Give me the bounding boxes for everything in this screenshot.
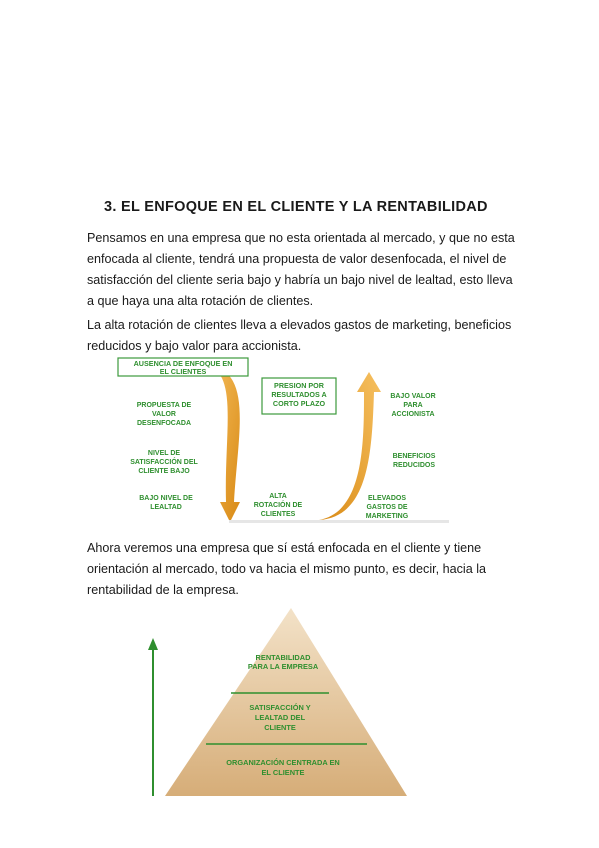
label-high-marketing-costs-line: ELEVADOS [368, 495, 406, 502]
label-unfocused-value-line: VALOR [152, 411, 176, 418]
label-high-rotation-line: ROTACIÓN DE [254, 500, 303, 509]
paragraph-rotation: La alta rotación de clientes lleva a ele… [87, 315, 517, 357]
cycle-arrow-left [206, 364, 240, 522]
pyramid-level-profitability-line: RENTABILIDAD [256, 653, 312, 662]
customer-rotation-cycle-diagram: AUSENCIA DE ENFOQUE EN EL CLIENTES PRESI… [117, 357, 449, 523]
text-line: orientación al mercado, todo va hacia el… [87, 562, 487, 576]
label-low-satisfaction-line: NIVEL DE [148, 450, 180, 457]
text-line: Ahora veremos una empresa que sí está en… [87, 541, 482, 555]
label-low-shareholder-value-line: PARA [403, 402, 422, 409]
box-absence-focus-line: AUSENCIA DE ENFOQUE EN [134, 359, 233, 368]
cycle-arrow-right [319, 372, 381, 520]
label-unfocused-value-line: DESENFOCADA [137, 420, 191, 427]
label-low-satisfaction-line: CLIENTE BAJO [138, 468, 190, 475]
label-reduced-profits-line: BENEFICIOS [393, 453, 436, 460]
box-short-term-pressure-line: RESULTADOS A [271, 390, 326, 399]
label-reduced-profits-line: REDUCIDOS [393, 462, 435, 469]
text-line: enfocada al cliente, tendrá una propuest… [87, 252, 507, 266]
text-line: a que haya una alta rotación de clientes… [87, 294, 314, 308]
text-line: Pensamos en una empresa que no esta orie… [87, 231, 515, 245]
label-high-marketing-costs-line: GASTOS DE [366, 504, 407, 511]
label-low-satisfaction-line: SATISFACCIÓN DEL [130, 457, 198, 466]
text-line: rentabilidad de la empresa. [87, 583, 239, 597]
pyramid-level-organization-line: EL CLIENTE [262, 768, 305, 777]
label-unfocused-value-line: PROPUESTA DE [137, 402, 192, 409]
pyramid-level-satisfaction-line: CLIENTE [264, 723, 296, 732]
text-line: satisfacción del cliente seria bajo y ha… [87, 273, 513, 287]
pyramid-level-satisfaction-line: SATISFACCIÓN Y [249, 703, 310, 712]
profitability-pyramid-diagram: RENTABILIDAD PARA LA EMPRESA SATISFACCIÓ… [148, 608, 407, 796]
label-low-shareholder-value-line: ACCIONISTA [391, 411, 434, 418]
label-high-rotation-line: ALTA [269, 493, 287, 500]
pyramid-level-profitability-line: PARA LA EMPRESA [248, 662, 319, 671]
text-line: La alta rotación de clientes lleva a ele… [87, 318, 512, 332]
box-short-term-pressure-line: CORTO PLAZO [273, 399, 326, 408]
paragraph-intro: Pensamos en una empresa que no esta orie… [87, 228, 517, 312]
growth-arrow-icon [148, 638, 158, 650]
section-heading: 3. EL ENFOQUE EN EL CLIENTE Y LA RENTABI… [104, 199, 488, 215]
pyramid-level-organization-line: ORGANIZACIÓN CENTRADA EN [226, 758, 339, 767]
box-short-term-pressure-line: PRESION POR [274, 381, 325, 390]
diagram-shadow [229, 520, 449, 523]
text-line: reducidos y bajo valor para accionista. [87, 339, 302, 353]
box-absence-focus [117, 357, 249, 377]
label-low-shareholder-value-line: BAJO VALOR [390, 393, 435, 400]
label-low-loyalty-line: LEALTAD [150, 504, 182, 511]
box-short-term-pressure [261, 377, 337, 415]
pyramid-shape [165, 608, 407, 796]
label-high-rotation-line: CLIENTES [261, 511, 296, 518]
paragraph-focused-company: Ahora veremos una empresa que sí está en… [87, 538, 517, 601]
pyramid-level-satisfaction-line: LEALTAD DEL [255, 713, 306, 722]
box-absence-focus-line: EL CLIENTES [160, 367, 207, 376]
label-high-marketing-costs-line: MARKETING [366, 513, 409, 520]
label-low-loyalty-line: BAJO NIVEL DE [139, 495, 193, 502]
